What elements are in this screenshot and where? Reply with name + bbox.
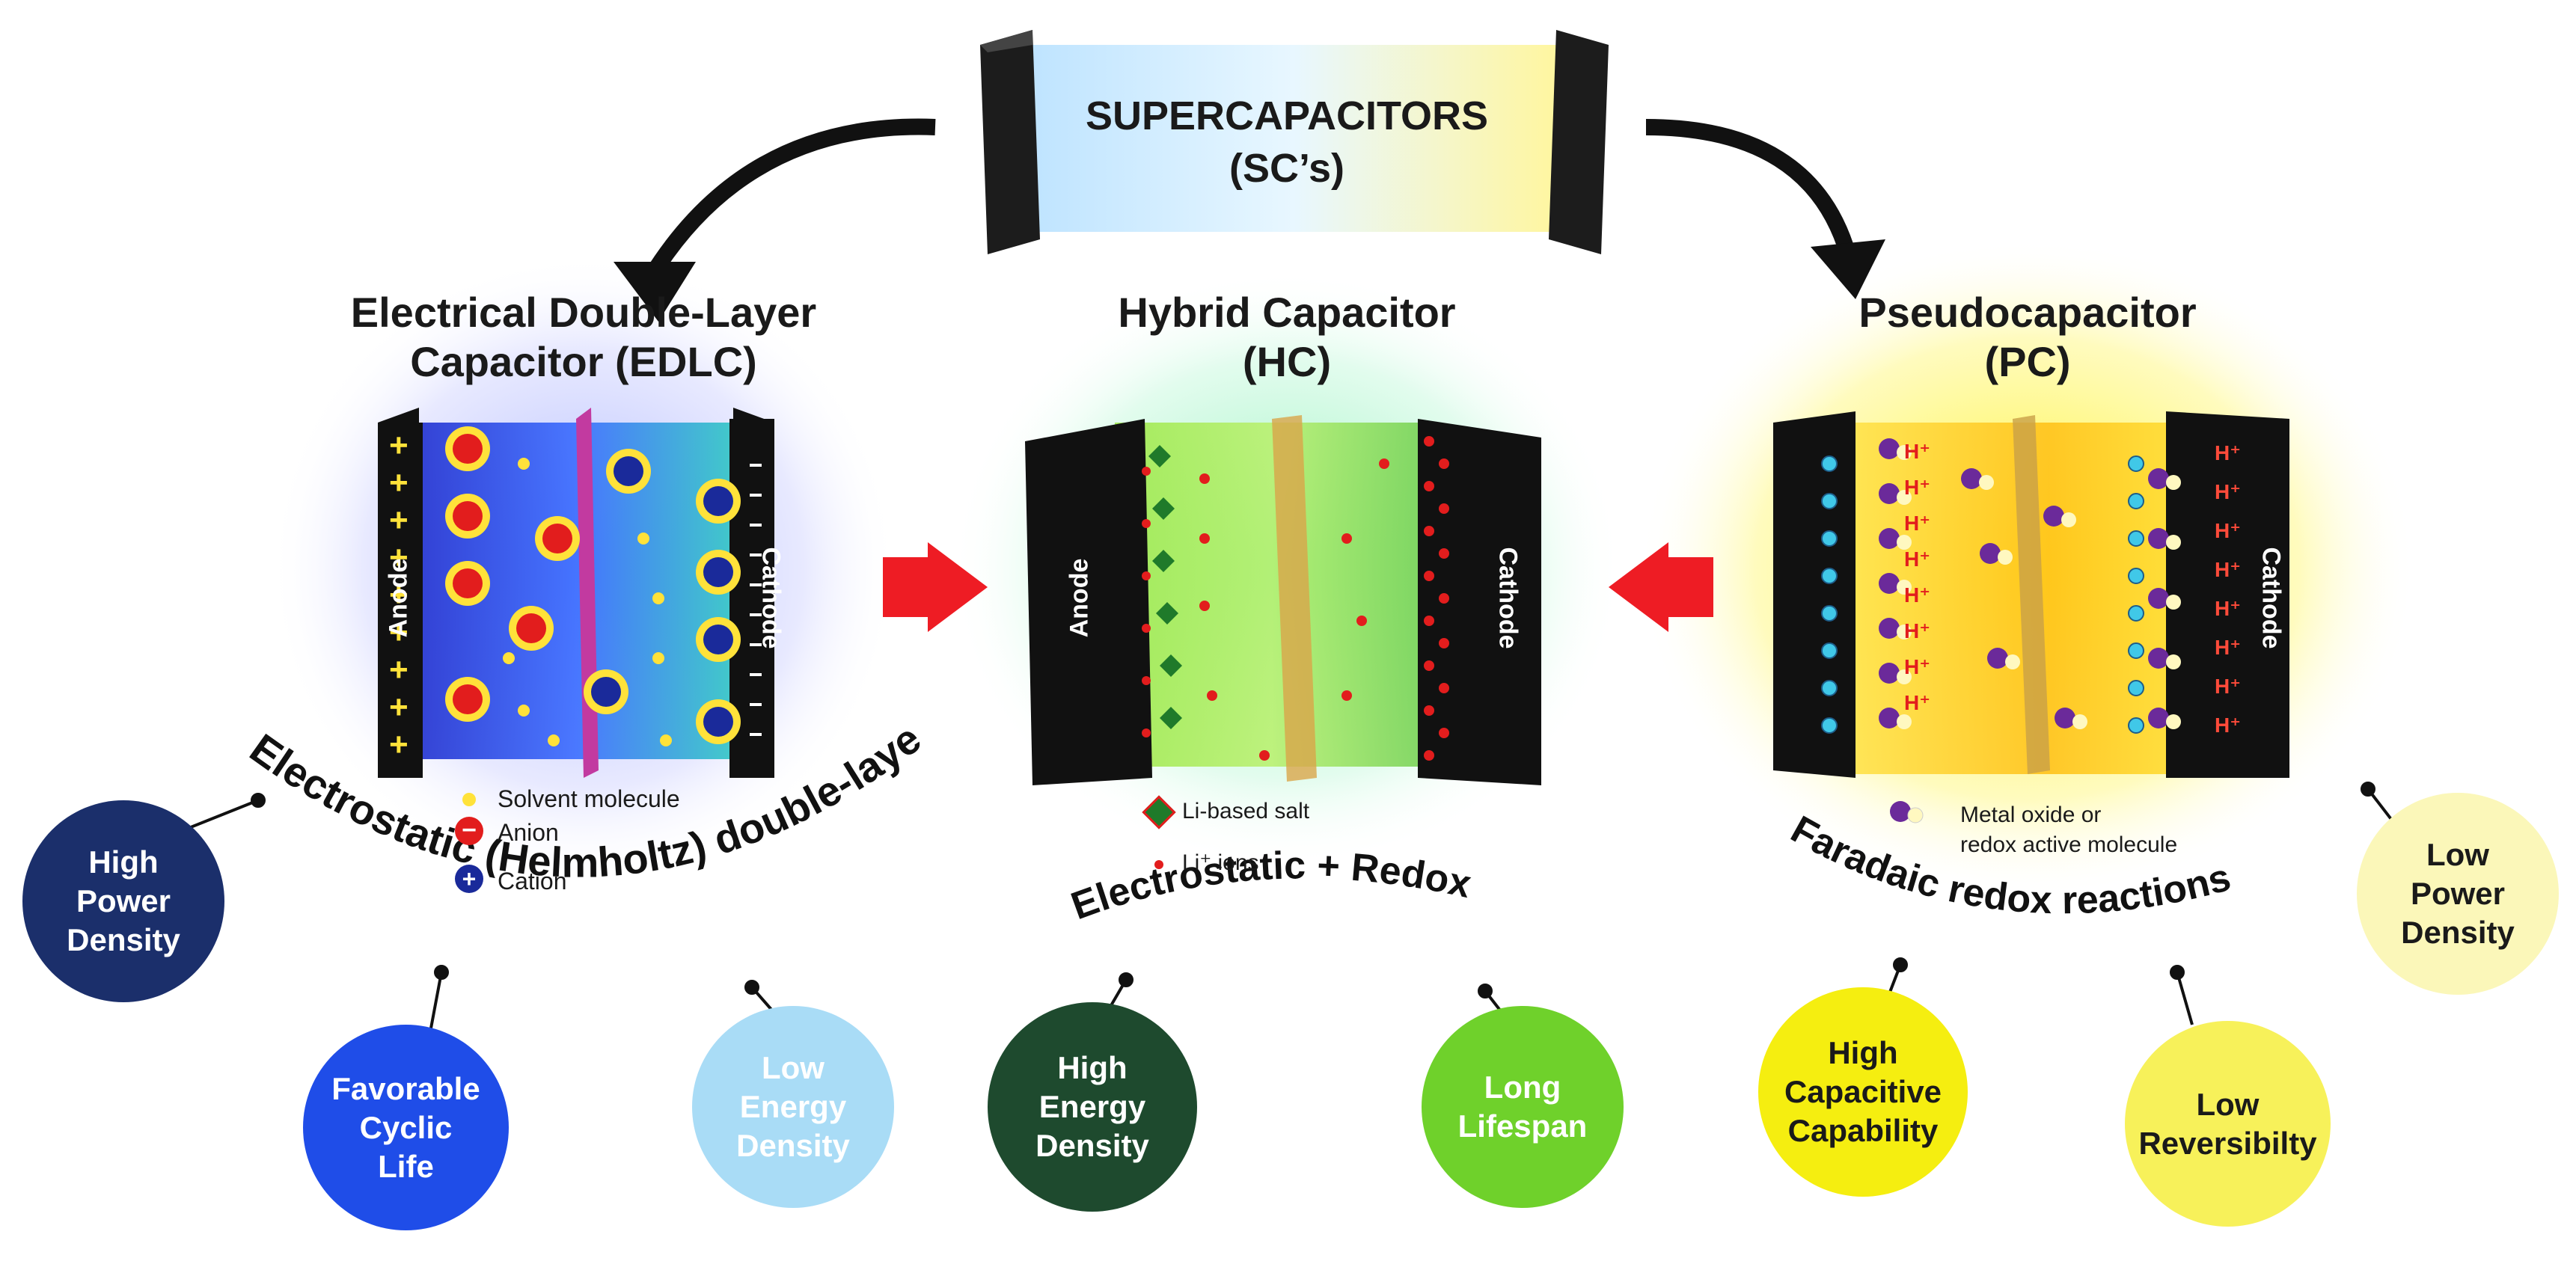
arrow-right-head (1811, 239, 1885, 299)
hc-title-line2: (HC) (1242, 338, 1332, 385)
metal-oxide-legend-label: Metal oxide or redox active molecule (1960, 803, 2178, 857)
metal-oxide-legend-icon (1890, 801, 1911, 822)
svg-text:+: + (389, 689, 409, 725)
arrow-left-curve (643, 118, 936, 281)
bubble-high-capacitive-capability: High Capacitive Capability (1758, 987, 1968, 1197)
hc-arc-text: Electrostatic + Redox (1065, 844, 1475, 928)
cation-legend-icon: + (455, 865, 483, 893)
li-ion-legend-label: Li⁺ ions (1182, 850, 1259, 875)
edlc-title-line2: Capacitor (EDLC) (410, 338, 757, 385)
arrow-right-curve (1645, 119, 1856, 257)
bubble-low-reversibility: Low Reversibilty (2125, 1021, 2331, 1227)
pc-cathode-label: Cathode (2257, 547, 2286, 649)
svg-text:+: + (389, 651, 409, 688)
bubble-long-lifespan: Long Lifespan (1422, 1006, 1624, 1208)
supercapacitors-title-line1: SUPERCAPACITORS (1085, 93, 1489, 138)
svg-text:+: + (389, 427, 409, 464)
pc-device (1773, 411, 2289, 823)
pc-proton-column-right: H⁺H⁺ H⁺H⁺ H⁺H⁺ H⁺H⁺ (2215, 441, 2241, 737)
solvent-legend-icon (462, 793, 476, 806)
svg-text:+: + (389, 464, 409, 501)
pc-title-line1: Pseudocapacitor (1858, 289, 2197, 336)
pc-title-line2: (PC) (1984, 338, 2071, 385)
pc-proton-column-left: H⁺H⁺ H⁺H⁺ H⁺H⁺ H⁺H⁺ (1904, 440, 1930, 714)
hc-title-line1: Hybrid Capacitor (1118, 289, 1456, 336)
pc-title: Pseudocapacitor (PC) (1766, 288, 2289, 387)
svg-text:+: + (389, 539, 409, 576)
top-capacitor (980, 30, 1609, 254)
solvent-legend-label: Solvent molecule (498, 785, 680, 812)
edlc-title-line1: Electrical Double-Layer (350, 289, 817, 336)
svg-text:+: + (389, 502, 409, 539)
hc-anode-label: Anode (1065, 558, 1094, 638)
supercapacitors-title-line2: (SC’s) (1229, 146, 1344, 191)
hc-title: Hybrid Capacitor (HC) (1010, 288, 1564, 387)
svg-text:+: + (389, 614, 409, 651)
bubble-low-power-density: Low Power Density (2357, 793, 2559, 995)
bubble-high-energy-density: High Energy Density (988, 1002, 1197, 1212)
svg-text:+: + (389, 577, 409, 613)
anion-legend-label: Anion (498, 819, 559, 846)
edlc-anode-label: Anode (384, 558, 413, 638)
cation-legend-label: Cation (498, 868, 567, 895)
anion-legend-icon: − (455, 817, 483, 845)
bubble-low-energy-density: Low Energy Density (692, 1006, 894, 1208)
edlc-device: +++ +++ +++ (378, 408, 774, 778)
red-arrow-right (883, 542, 988, 632)
arrow-left-head (614, 262, 696, 322)
hc-cathode-label: Cathode (1493, 547, 1523, 649)
edlc-cathode-label: Cathode (756, 547, 786, 649)
li-salt-legend-label: Li-based salt (1182, 799, 1310, 823)
supercapacitors-title: SUPERCAPACITORS (SC’s) (995, 90, 1579, 194)
hc-device (1025, 415, 1541, 785)
connectors (164, 782, 2407, 1033)
bubble-high-power-density: High Power Density (22, 800, 224, 1002)
edlc-title: Electrical Double-Layer Capacitor (EDLC) (247, 288, 920, 387)
red-arrow-left (1609, 542, 1713, 632)
li-ion-legend-icon (1154, 860, 1163, 869)
svg-text:+: + (389, 726, 409, 763)
bubble-favorable-cyclic-life: Favorable Cyclic Life (303, 1025, 509, 1230)
